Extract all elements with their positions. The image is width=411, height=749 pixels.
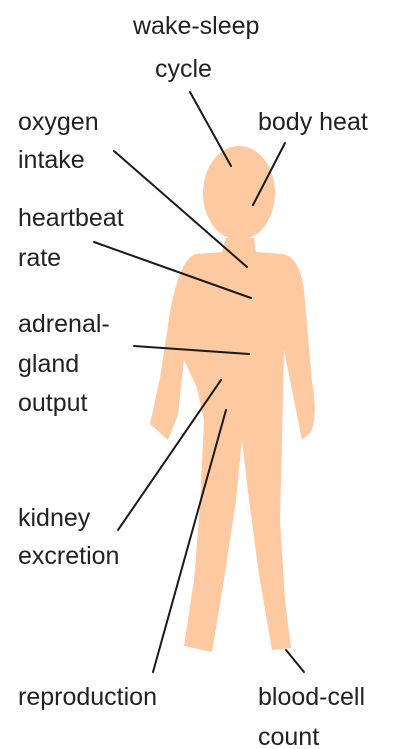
- human-silhouette: [150, 146, 315, 652]
- blood-cell-leader: [286, 650, 304, 672]
- body: [150, 238, 315, 652]
- kidney-label: kidney excretion: [18, 504, 154, 570]
- blood-cell-label: blood-cell count: [258, 683, 411, 749]
- wake-sleep-leader: [190, 92, 231, 166]
- body-heat-label: body heat: [258, 108, 403, 136]
- head: [203, 146, 275, 240]
- adrenal-label: adrenal- gland output: [18, 310, 158, 417]
- wake-sleep-label: wake-sleep cycle: [132, 12, 308, 83]
- reproduction-label: reproduction: [18, 683, 192, 711]
